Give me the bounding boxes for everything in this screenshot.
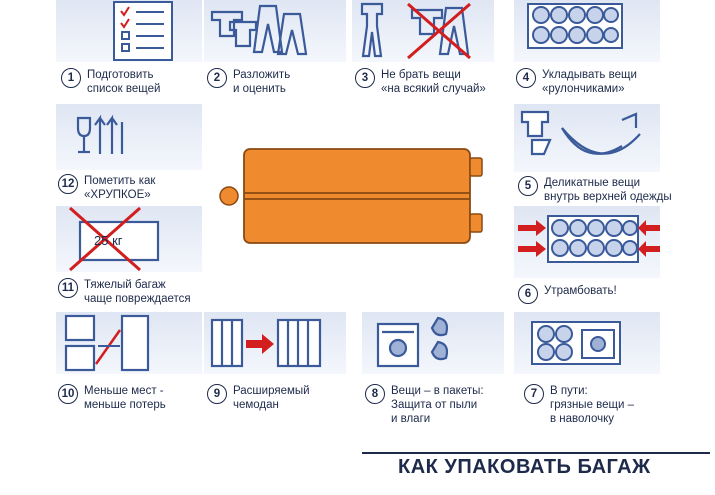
step-text: Тяжелый багаж [84,279,166,291]
tile-step-12 [56,104,202,170]
tile-step-3 [352,0,494,62]
step-text: чемодан [233,399,279,411]
tile-step-8 [362,312,504,374]
checklist-icon [113,1,173,61]
tile-step-7 [514,312,660,374]
step-text: Разложить [233,69,291,81]
step-9: 9 Расширяемый чемодан [207,384,310,412]
tile-step-5 [514,104,660,172]
step-number: 3 [355,68,375,88]
crossed-clothes-icon [360,2,471,60]
step-text: Пометить как [84,175,156,187]
step-number: 2 [207,68,227,88]
step-text: Расширяемый [233,385,310,397]
fragile-icon [76,114,124,154]
step-text: внутрь верхней одежды [544,191,672,203]
tile-step-10 [56,312,202,374]
step-text: грязные вещи – [550,399,635,411]
step-number: 5 [518,176,538,196]
compress-icon [518,215,660,263]
step-text: Защита от пыли [391,399,478,411]
step-number: 8 [365,384,385,404]
tile-step-6 [514,206,660,278]
step-number: 1 [61,68,81,88]
weight-label: 25 кг [94,233,123,248]
step-text: Не брать вещи [381,69,461,81]
step-text: В пути: [550,385,588,397]
step-text: в наволочку [550,413,615,425]
step-number: 11 [58,278,78,298]
step-number: 10 [58,384,78,404]
step-6: 6 Утрамбовать! [518,284,617,304]
suitcase-illustration [219,148,483,244]
tile-step-4 [514,0,660,62]
step-text: список вещей [87,83,161,95]
step-11: 11 Тяжелый багаж чаще повреждается [58,278,191,306]
step-7: 7 В пути: грязные вещи – в наволочку [524,384,634,426]
step-1: 1 Подготовить список вещей [61,68,160,96]
step-10: 10 Меньше мест - меньше потерь [58,384,166,412]
clothes-icon [210,4,308,56]
step-text: и оценить [233,83,286,95]
step-text: «на всякий случай» [381,83,486,95]
bags-icon [376,316,449,368]
wrap-icon [520,110,641,156]
step-text: Подготовить [87,69,154,81]
step-number: 7 [524,384,544,404]
pillowcase-icon [531,321,621,365]
step-text: Меньше мест - [84,385,164,397]
tile-step-9 [204,312,346,374]
step-text: Деликатные вещи [544,177,641,189]
tile-step-2 [204,0,346,62]
step-3: 3 Не брать вещи «на всякий случай» [355,68,486,96]
tile-step-1 [56,0,202,62]
step-12: 12 Пометить как «ХРУПКОЕ» [58,174,155,202]
heavy-luggage-icon [69,206,160,272]
tile-step-11: 25 кг [56,206,202,272]
rolled-items-icon [527,3,623,49]
step-8: 8 Вещи – в пакеты: Защита от пыли и влаги [365,384,484,426]
step-number: 6 [518,284,538,304]
step-4: 4 Укладывать вещи «рулончиками» [516,68,637,96]
step-text: «ХРУПКОЕ» [84,189,151,201]
step-text: Вещи – в пакеты: [391,385,484,397]
step-text: Утрамбовать! [544,285,617,297]
step-number: 4 [516,68,536,88]
step-number: 12 [58,174,78,194]
page-title: КАК УПАКОВАТЬ БАГАЖ [398,456,651,478]
step-number: 9 [207,384,227,404]
step-text: Укладывать вещи [542,69,637,81]
step-text: чаще повреждается [84,293,191,305]
step-text: «рулончиками» [542,83,625,95]
fewer-pieces-icon [64,314,150,372]
title-rule [362,452,710,454]
step-2: 2 Разложить и оценить [207,68,290,96]
step-text: и влаги [391,413,431,425]
expandable-suitcase-icon [210,318,322,368]
step-5: 5 Деликатные вещи внутрь верхней одежды [518,176,672,204]
step-text: меньше потерь [84,399,166,411]
